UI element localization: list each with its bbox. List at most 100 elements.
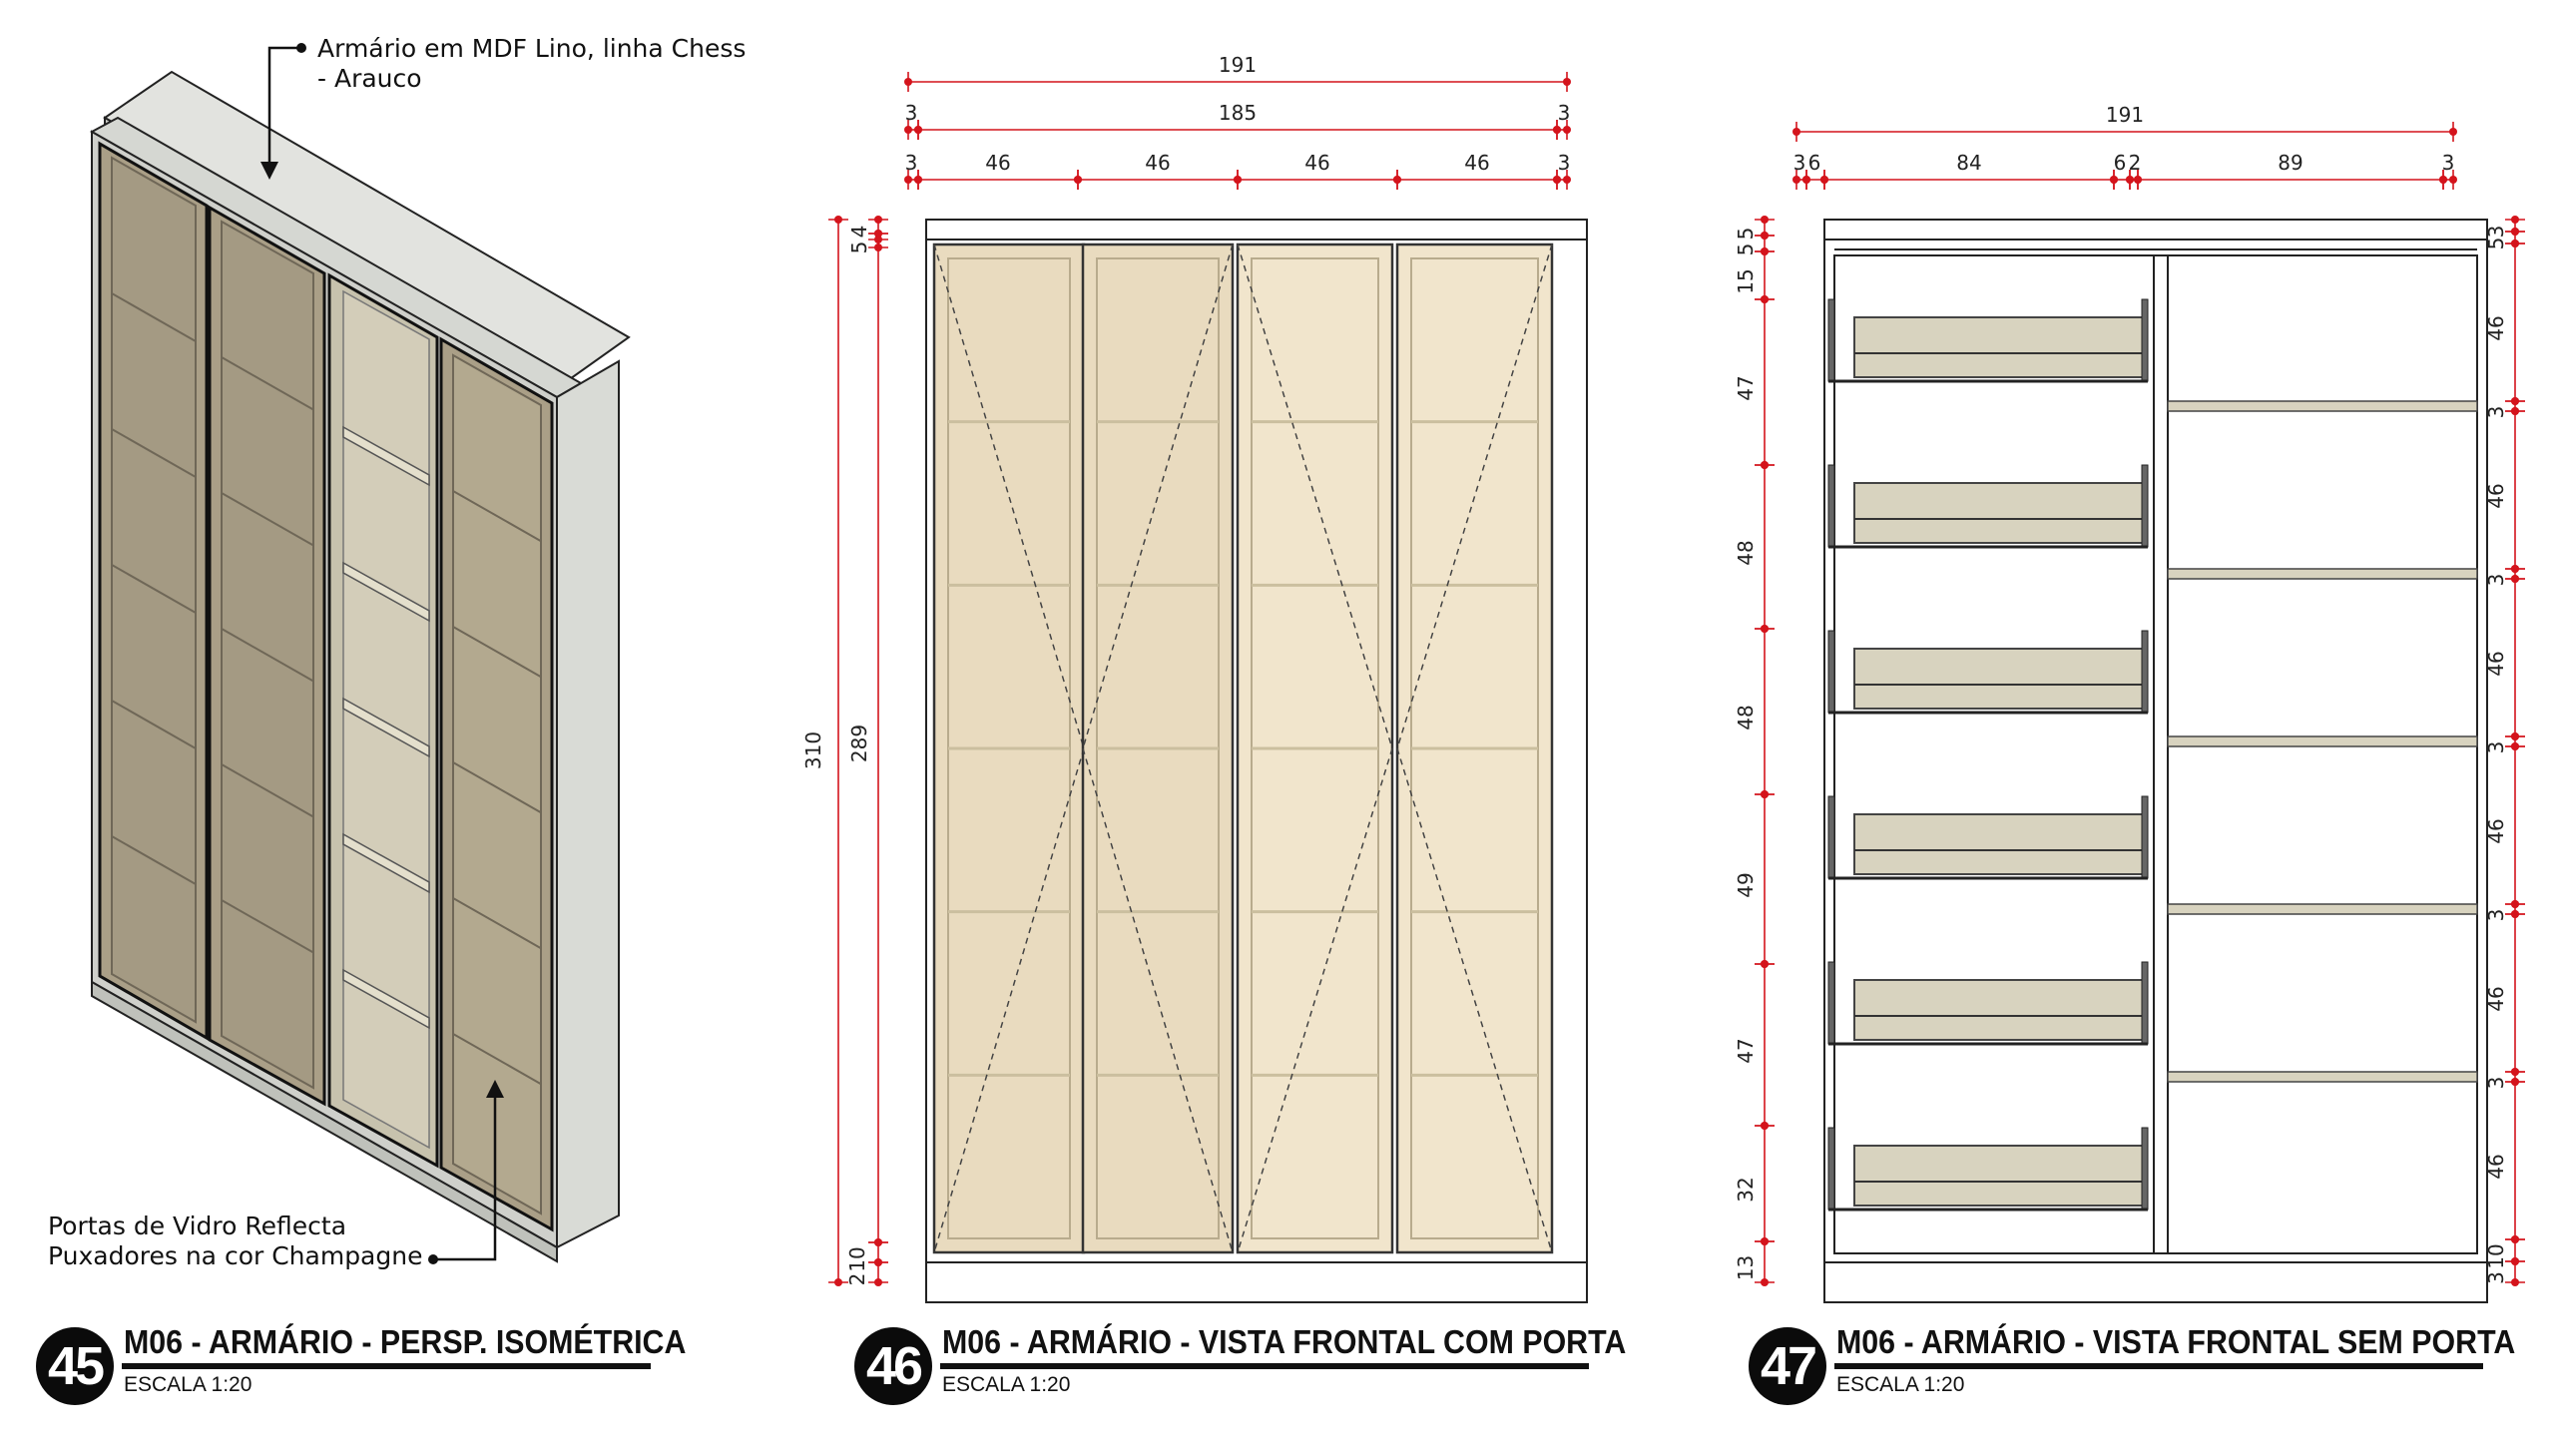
dimension-node: [2511, 900, 2519, 908]
dimension-node: [1761, 960, 1769, 968]
dimension-node: [2511, 240, 2519, 247]
dimension-label: 84: [1956, 151, 1981, 175]
dimension-label: 46: [2484, 651, 2508, 676]
dimension-node: [1563, 78, 1571, 86]
left-bay: [1833, 254, 2155, 1254]
dimension-label: 15: [1734, 268, 1758, 293]
dimension-label: 47: [1734, 375, 1758, 400]
cornice-band: [925, 219, 1588, 241]
iso-rail: [221, 628, 314, 683]
dimension-label: 5: [1734, 243, 1758, 256]
dimension-label: 3: [2484, 1271, 2508, 1284]
iso-shelf: [342, 968, 430, 1030]
leader-arrowhead: [260, 162, 278, 180]
dimension-node: [914, 176, 922, 184]
dimension-label: 46: [1304, 151, 1329, 175]
shelf: [2167, 735, 2478, 747]
dimension-node: [1563, 176, 1571, 184]
swing-line: [1396, 747, 1553, 1253]
shelf: [2167, 400, 2478, 412]
material-note: Armário em MDF Lino, linha Chess - Arauc…: [317, 34, 747, 93]
dimension-label: 46: [2484, 315, 2508, 340]
iso-rail: [111, 700, 197, 749]
swing-line: [1237, 747, 1393, 1253]
drawer-body: [1853, 1145, 2145, 1207]
view-scale: ESCALA 1:20: [942, 1373, 1071, 1396]
dimension-node: [2511, 1068, 2519, 1076]
iso-shelf: [342, 697, 430, 758]
title-underline: [1834, 1363, 2483, 1369]
dimension-node: [1761, 1237, 1769, 1245]
iso-door-rails: [111, 292, 542, 1086]
center-divider: [2153, 254, 2169, 1254]
dimension-node: [1761, 247, 1769, 255]
drawer-slide: [2141, 961, 2149, 1045]
dimension-node: [2511, 1235, 2519, 1243]
title-underline: [122, 1363, 651, 1369]
swing-line: [1237, 243, 1393, 749]
iso-plinth: [91, 980, 558, 1263]
dimension-node: [1761, 216, 1769, 224]
leader-dot: [428, 1254, 438, 1264]
dimension-node: [874, 243, 882, 251]
dimension-node: [1792, 128, 1800, 136]
door-panels: [932, 243, 1554, 1254]
leader-arrowhead: [486, 1080, 504, 1098]
dimension-node: [2439, 176, 2447, 184]
iso-rail: [111, 428, 197, 478]
dimension-label: 3: [1793, 151, 1806, 175]
dimension-node: [1761, 625, 1769, 633]
dimension-node: [1761, 1278, 1769, 1286]
dimension-label: 3: [2484, 741, 2508, 754]
dimension-label: 289: [847, 725, 871, 762]
dimension-label: 6: [2114, 151, 2127, 175]
iso-rail: [452, 897, 542, 950]
dimension-label: 3: [2484, 1077, 2508, 1090]
view-title: M06 - ARMÁRIO - PERSP. ISOMÉTRICA: [124, 1323, 687, 1360]
dimension-label: 3: [2442, 151, 2455, 175]
dimension-node: [2449, 176, 2457, 184]
shelf: [2167, 903, 2478, 915]
view-number-badge: 47: [1749, 1327, 1826, 1405]
iso-leader-1: [267, 46, 299, 168]
dimension-label: 3: [1558, 101, 1571, 125]
dimension-node: [2511, 1078, 2519, 1086]
dimension-label: 46: [2484, 818, 2508, 843]
dimension-label: 191: [2106, 103, 2144, 127]
dimension-label: 3: [2484, 406, 2508, 419]
iso-door-4-inner: [452, 353, 542, 1215]
dimension-node: [2511, 565, 2519, 573]
title-underline: [940, 1363, 1589, 1369]
dimension-node: [1234, 176, 1242, 184]
dimension-label: 46: [2484, 986, 2508, 1011]
fixed-shelves: [2167, 400, 2478, 1083]
dimension-node: [2511, 407, 2519, 415]
view-scale: ESCALA 1:20: [1836, 1373, 1965, 1396]
dimension-node: [2134, 176, 2142, 184]
dimension-label: 310: [801, 731, 825, 769]
drawer-slide: [2141, 630, 2149, 714]
dimension-node: [2511, 742, 2519, 750]
dimension-node: [834, 216, 842, 224]
iso-rail: [452, 761, 542, 814]
dimension-label: 5: [1734, 228, 1758, 241]
drawer-slide: [1827, 630, 1835, 714]
dimension-node: [874, 230, 882, 238]
iso-leader-2: [435, 1092, 497, 1261]
dimension-label: 3: [905, 101, 918, 125]
dimension-node: [1792, 176, 1800, 184]
dimension-label: 48: [1734, 705, 1758, 729]
drawer-slide: [1827, 298, 1835, 382]
dimension-node: [1761, 790, 1769, 798]
drawer-body: [1853, 979, 2145, 1041]
dimension-node: [834, 1278, 842, 1286]
cornice-band: [1823, 219, 2488, 241]
iso-rail: [221, 492, 314, 547]
dimension-label: 185: [1219, 101, 1257, 125]
dimension-node: [2511, 228, 2519, 236]
dimension-label: 46: [2484, 483, 2508, 508]
dimension-label: 89: [2278, 151, 2302, 175]
